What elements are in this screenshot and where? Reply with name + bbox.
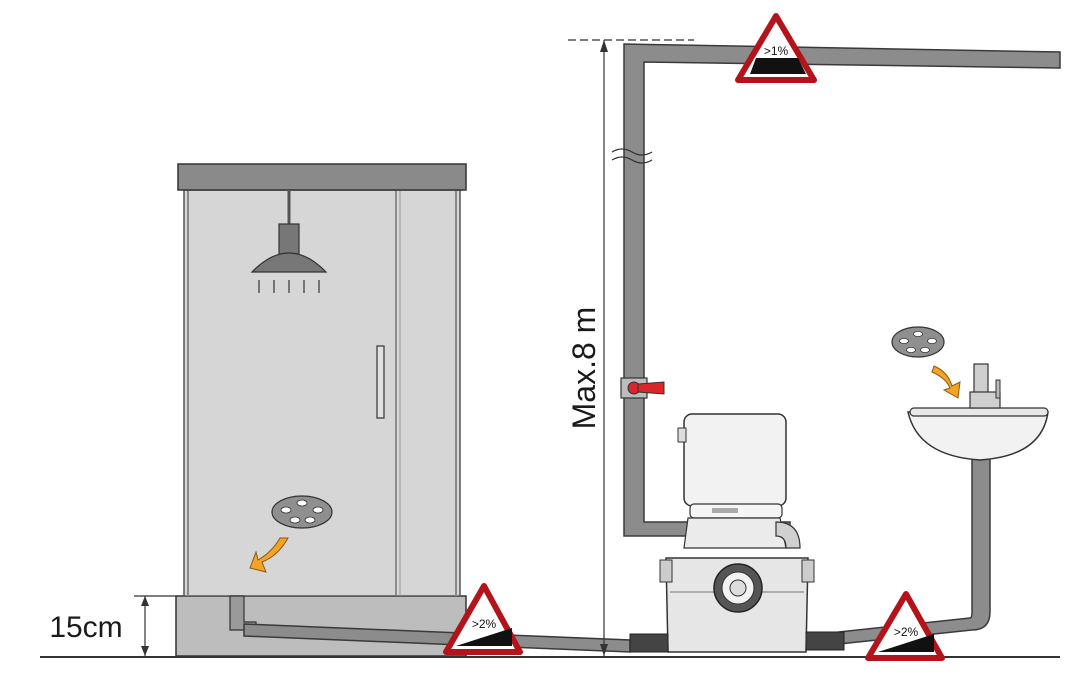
- shower-glass-panel: [183, 189, 461, 597]
- slope-top-label: >1%: [764, 44, 789, 58]
- max-height-label: Max.8 m: [566, 307, 602, 430]
- sink-basin: [907, 411, 1049, 461]
- valve-icon: [620, 377, 665, 399]
- slope-right-label: >2%: [894, 625, 919, 639]
- toilet-bowl: [683, 517, 787, 549]
- drain-grate-icon: [271, 495, 333, 529]
- shower-roof: [177, 163, 467, 191]
- shower-head-icon: [250, 190, 328, 293]
- toilet-tank: [683, 413, 787, 507]
- faucet-icon: [969, 363, 1001, 409]
- floor-height-label: 15cm: [49, 611, 122, 644]
- arrow-icon: [931, 365, 961, 399]
- sink: [891, 326, 1049, 461]
- floor-height-dimension: 15cm: [49, 595, 176, 656]
- slope-warning-icon: >1%: [735, 13, 817, 83]
- shower-base: [175, 595, 467, 657]
- arrow-icon: [249, 537, 289, 573]
- pump-unit: [629, 413, 845, 653]
- pump-connector-left: [629, 633, 669, 653]
- pump-elbow: [775, 521, 801, 549]
- shower-outlet: [229, 595, 257, 631]
- drain-grate-icon: [891, 326, 945, 358]
- slope-warning-icon: >2%: [443, 583, 523, 655]
- pipe-break-mark: [611, 156, 653, 164]
- slope-left-label: >2%: [472, 617, 497, 631]
- shower-door-handle: [376, 345, 385, 419]
- shower-cabin: [175, 163, 467, 657]
- pipe-break-mark: [611, 148, 653, 156]
- pump-connector-right: [805, 631, 845, 651]
- height-dimension: Max.8 m: [566, 39, 694, 656]
- slope-warning-icon: >2%: [865, 591, 945, 661]
